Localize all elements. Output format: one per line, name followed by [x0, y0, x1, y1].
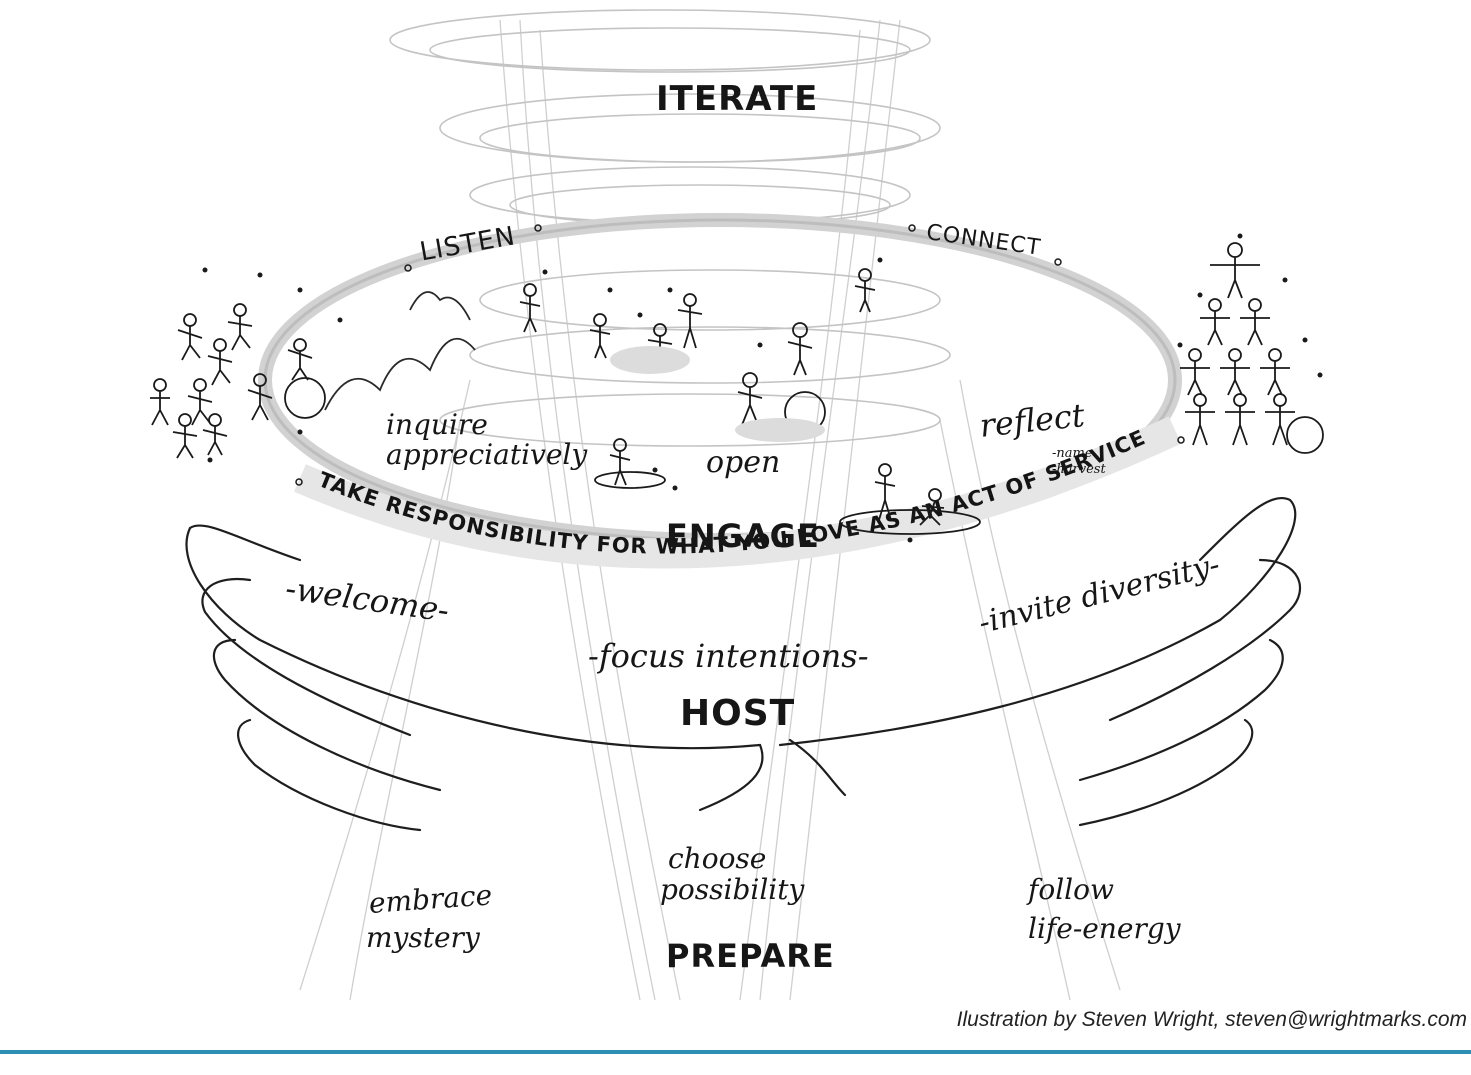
life-energy-label: life-energy [1028, 912, 1181, 945]
figures [150, 242, 1324, 535]
left-crowd [150, 303, 326, 459]
possibility-label: possibility [660, 873, 805, 906]
reflect-harvest-label: -harvest [1052, 462, 1106, 477]
mystery-label: mystery [366, 921, 480, 954]
open-label: open [706, 445, 781, 480]
juggling-balls [202, 233, 1323, 543]
hands [185, 497, 1301, 832]
embrace-label: embrace [367, 878, 494, 920]
funnel-lines [299, 19, 1121, 1001]
engage-label: ENGAGE [666, 517, 820, 555]
word-dots [295, 224, 1185, 486]
inquire-appreciatively-label: inquire appreciatively [386, 408, 588, 471]
footer-rule [0, 1050, 1471, 1054]
reflect-label: reflect [977, 396, 1087, 445]
follow-label: follow [1028, 873, 1114, 906]
iterate-label: ITERATE [656, 79, 819, 119]
hop-arcs [324, 291, 476, 411]
choose-label: choose [668, 842, 767, 875]
host-label: HOST [680, 693, 796, 734]
illustration-credit: Ilustration by Steven Wright, steven@wri… [956, 1008, 1467, 1031]
reflect-name-label: -name [1052, 446, 1093, 461]
prepare-label: PREPARE [666, 937, 835, 975]
human-pyramid [1180, 242, 1324, 454]
focus-intentions-label: -focus intentions- [588, 637, 869, 675]
